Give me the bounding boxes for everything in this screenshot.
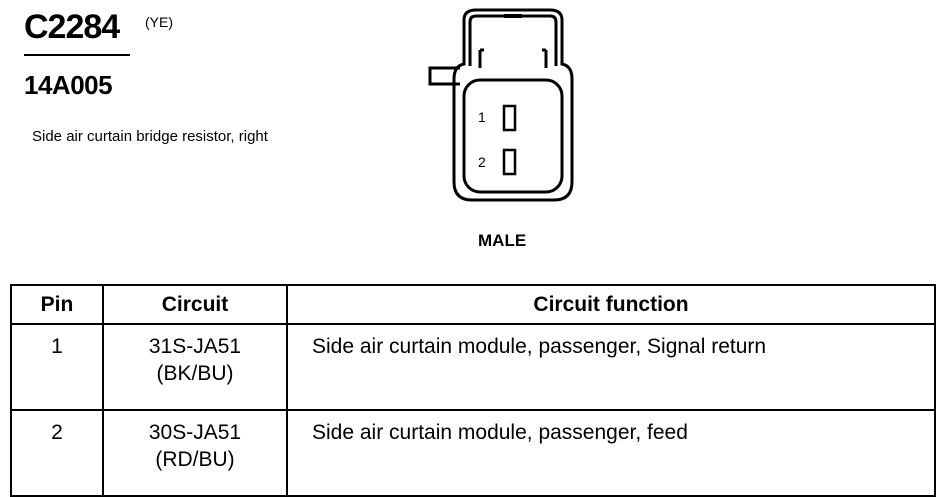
connector-id: C2284 [24,8,120,46]
table-row: 2 30S-JA51 (RD/BU) Side air curtain modu… [10,409,936,497]
pin-cell: 2 [10,409,104,497]
title-rule [24,54,130,56]
header-circuit-function: Circuit function [286,284,936,325]
pin-2-terminal [502,148,517,176]
function-cell: Side air curtain module, passenger, Sign… [286,323,936,411]
connector-lock-frame [468,14,558,66]
connector-face-diagram: 1 2 [428,8,574,202]
pin-2-label: 2 [478,154,486,170]
pinout-table: Pin Circuit Circuit function 1 31S-JA51 … [10,284,936,497]
circuit-id: 31S-JA51 [148,335,242,358]
circuit-id: 30S-JA51 [148,421,242,444]
pin-1-label: 1 [478,109,486,125]
circuit-cell: 31S-JA51 (BK/BU) [102,323,288,411]
wire-color: (BK/BU) [156,362,234,385]
color-code: (YE) [145,14,173,30]
function-cell: Side air curtain module, passenger, feed [286,409,936,497]
table-row: 1 31S-JA51 (BK/BU) Side air curtain modu… [10,323,936,411]
circuit-cell: 30S-JA51 (RD/BU) [102,409,288,497]
connector-inner-face [462,78,564,194]
wire-color: (RD/BU) [155,448,235,471]
connector-housing [452,8,574,202]
connector-gender-label: MALE [478,231,527,250]
header-pin: Pin [10,284,104,325]
pin-1-terminal [502,104,517,132]
table-header-row: Pin Circuit Circuit function [10,284,936,325]
header-circuit: Circuit [102,284,288,325]
part-number: 14A005 [24,70,113,100]
connector-latch-tab [428,66,460,86]
description: Side air curtain bridge resistor, right [32,128,268,145]
pin-cell: 1 [10,323,104,411]
